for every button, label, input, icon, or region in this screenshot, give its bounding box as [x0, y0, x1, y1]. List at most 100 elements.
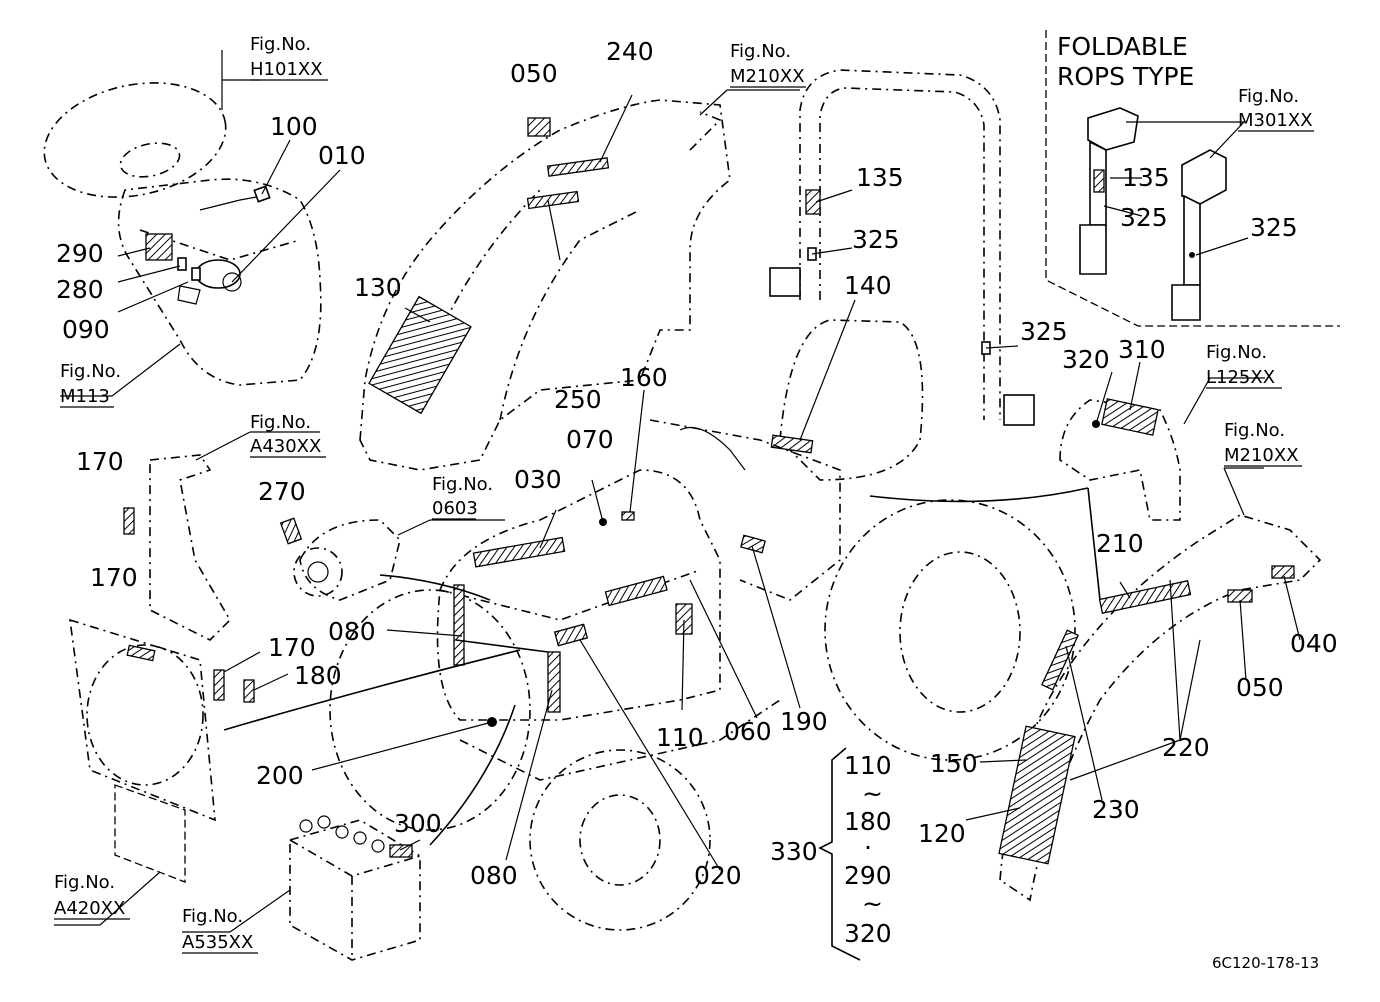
callout-070: 070 [566, 425, 614, 454]
label-030 [472, 536, 566, 568]
fig-ref-m210-top-label: Fig.No. [730, 41, 791, 62]
label-170-a [123, 507, 135, 535]
callout-110: 110 [656, 723, 704, 752]
fig-ref-m210-right-code: M210XX [1224, 445, 1299, 466]
fig-ref-m301-code: M301XX [1238, 110, 1313, 131]
range-dot: · [864, 833, 872, 862]
callout-325-inset2: 325 [1250, 213, 1298, 242]
label-210 [1098, 580, 1192, 614]
label-140 [770, 434, 814, 454]
callout-240: 240 [606, 37, 654, 66]
callout-210: 210 [1096, 529, 1144, 558]
label-135 [805, 189, 821, 215]
fig-ref-m210-top-code: M210XX [730, 66, 805, 87]
fig-ref-a535-label: Fig.No. [182, 906, 243, 927]
callout-280: 280 [56, 275, 104, 304]
fig-ref-m113-code: M113 [60, 386, 110, 407]
callout-040: 040 [1290, 629, 1338, 658]
callout-150: 150 [930, 749, 978, 778]
fig-ref-a535-code: A535XX [182, 932, 253, 953]
callout-200: 200 [256, 761, 304, 790]
label-050-top [527, 117, 551, 137]
callout-270: 270 [258, 477, 306, 506]
step-assembly [1059, 398, 1181, 521]
label-230 [1041, 629, 1079, 691]
label-180 [243, 679, 255, 703]
callout-300: 300 [394, 809, 442, 838]
label-030-side [453, 584, 465, 666]
callout-135-inset: 135 [1122, 163, 1170, 192]
rear-fender [998, 514, 1322, 902]
callout-090: 090 [62, 315, 110, 344]
rops-seat-assembly [769, 69, 1035, 481]
callout-010: 010 [318, 141, 366, 170]
fig-ref-m210-right-label: Fig.No. [1224, 420, 1285, 441]
range-list: 110 ~ 180 · 290 ~ 320 [844, 751, 892, 948]
fig-ref-a430-label: Fig.No. [250, 412, 311, 433]
callout-130: 130 [354, 273, 402, 302]
callout-060: 060 [724, 717, 772, 746]
callout-135: 135 [856, 163, 904, 192]
label-170-c [213, 669, 225, 701]
label-160 [621, 511, 635, 521]
fig-ref-a420-label: Fig.No. [54, 872, 115, 893]
fig-ref-0603-label: Fig.No. [432, 474, 493, 495]
range-110: 110 [844, 751, 892, 780]
callout-310: 310 [1118, 335, 1166, 364]
fig-ref-l125-label: Fig.No. [1206, 342, 1267, 363]
callout-050-top: 050 [510, 59, 558, 88]
label-130 [368, 295, 472, 415]
callout-220: 220 [1162, 733, 1210, 762]
fig-ref-h101-label: Fig.No. [250, 34, 311, 55]
callout-290: 290 [56, 239, 104, 268]
fig-ref-a420-code: A420XX [54, 898, 125, 919]
callout-160: 160 [620, 363, 668, 392]
range-290: 290 [844, 861, 892, 890]
callout-320: 320 [1062, 345, 1110, 374]
label-270 [279, 517, 303, 545]
callout-170-b: 170 [90, 563, 138, 592]
callout-080-a: 080 [328, 617, 376, 646]
callout-numbers: 050 240 100 010 135 135 325 325 325 290 … [56, 37, 1338, 890]
label-135-inset [1093, 169, 1105, 193]
label-250 [526, 190, 580, 210]
fig-ref-l125-code: L125XX [1206, 367, 1275, 388]
callout-250: 250 [554, 385, 602, 414]
callout-170-a: 170 [76, 447, 124, 476]
battery [289, 815, 421, 961]
inset-title-line1: FOLDABLE [1057, 32, 1188, 61]
label-240 [546, 157, 610, 177]
rops-folded-right [1171, 149, 1227, 321]
callout-190: 190 [780, 707, 828, 736]
label-170-b [126, 644, 156, 662]
radiator-assembly [69, 454, 255, 883]
tractor-body [329, 419, 1076, 931]
callout-180: 180 [294, 661, 342, 690]
fig-ref-m113-label: Fig.No. [60, 361, 121, 382]
label-150-120 [998, 725, 1076, 865]
label-190 [740, 534, 766, 554]
label-290 [145, 233, 173, 261]
callout-325-inset1: 325 [1120, 203, 1168, 232]
air-cleaner [279, 517, 401, 601]
label-040 [1271, 565, 1295, 579]
callout-120: 120 [918, 819, 966, 848]
range-320: 320 [844, 919, 892, 948]
callout-100: 100 [270, 112, 318, 141]
label-310 [1101, 398, 1159, 436]
label-300 [389, 844, 413, 858]
range-tilde-1: ~ [862, 779, 883, 808]
figure-references: Fig.No. H101XX Fig.No. M210XX Fig.No. M3… [54, 34, 1313, 953]
fig-ref-underlines [54, 79, 1314, 954]
callout-330: 330 [770, 837, 818, 866]
rops-folded-left [1079, 107, 1139, 275]
callout-030: 030 [514, 465, 562, 494]
label-060 [604, 575, 668, 607]
callout-325-a: 325 [852, 225, 900, 254]
fig-ref-a430-code: A430XX [250, 436, 321, 457]
callout-080-b: 080 [470, 861, 518, 890]
fig-ref-0603-code: 0603 [432, 498, 478, 519]
inset-title-line2: ROPS TYPE [1057, 62, 1194, 91]
foldable-rops-inset: FOLDABLE ROPS TYPE [1045, 30, 1340, 327]
